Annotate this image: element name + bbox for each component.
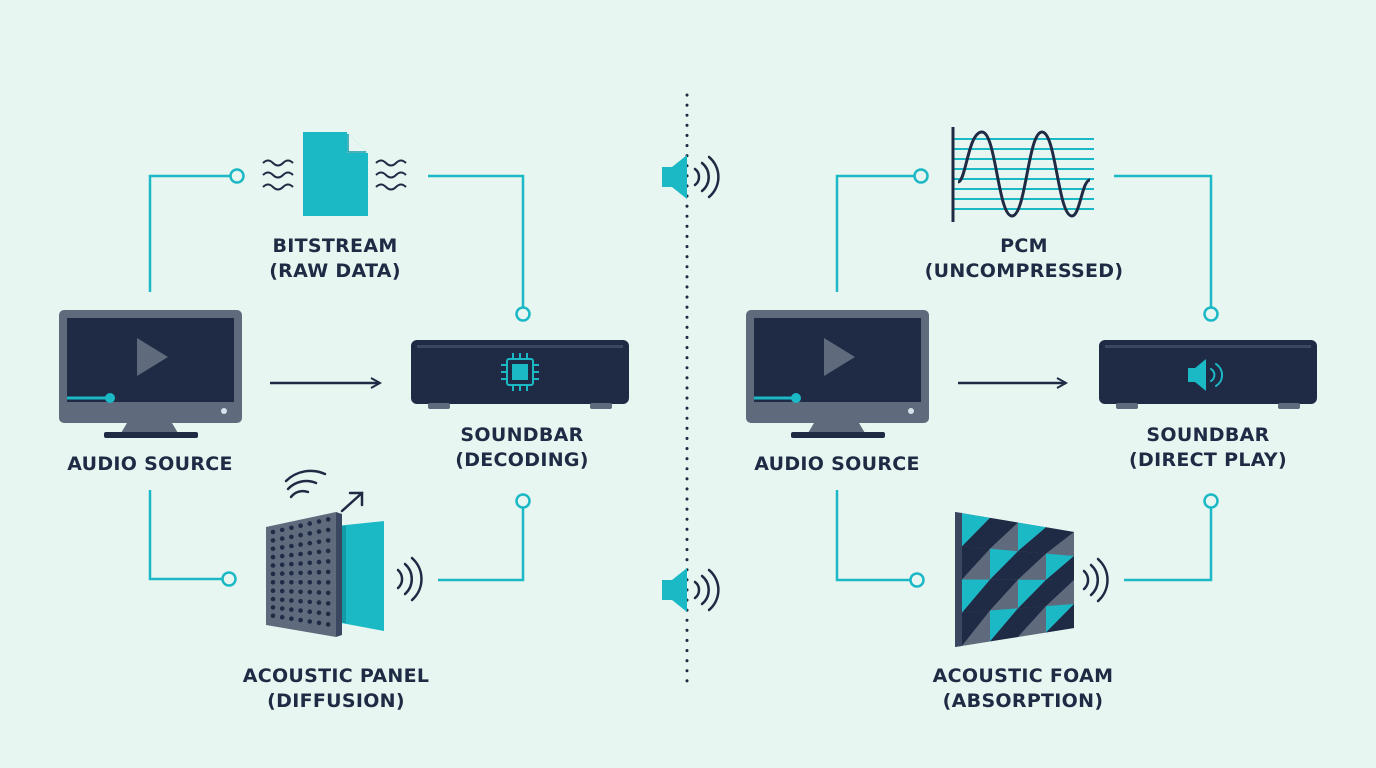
connector-dot <box>913 168 929 184</box>
speaker-icon <box>662 568 720 612</box>
connector-foam-to-soundbar <box>1124 508 1213 582</box>
bitstream-label-title: BITSTREAM <box>272 235 398 257</box>
connector-source-to-bitstream <box>148 174 230 292</box>
connector-source-to-foam <box>835 490 911 582</box>
connector-bitstream-to-soundbar <box>428 174 525 307</box>
wifi-waves-icon <box>284 469 327 499</box>
acoustic-panel-label: ACOUSTIC PANEL (DIFFUSION) <box>243 664 430 714</box>
pcm-label-title: PCM <box>1000 235 1048 257</box>
connector-dot <box>229 168 245 184</box>
left-soundbar-subtitle: (DECODING) <box>455 449 589 471</box>
connector-dot <box>909 572 925 588</box>
right-soundbar-label: SOUNDBAR (DIRECT PLAY) <box>1129 423 1287 473</box>
right-connector-dots <box>909 168 1219 588</box>
right-connectors <box>835 174 1213 582</box>
tv-icon <box>59 310 242 438</box>
acoustic-foam-label: ACOUSTIC FOAM (ABSORPTION) <box>933 664 1114 714</box>
connector-panel-to-soundbar <box>438 508 525 582</box>
acoustic-foam-subtitle: (ABSORPTION) <box>942 690 1104 712</box>
soundbar-icon <box>1099 340 1317 409</box>
connector-dot <box>1203 493 1219 509</box>
right-soundbar-title: SOUNDBAR <box>1146 424 1270 446</box>
connector-source-to-pcm <box>835 174 914 292</box>
left-soundbar-label: SOUNDBAR (DECODING) <box>455 423 589 473</box>
acoustic-foam-title: ACOUSTIC FOAM <box>932 665 1114 687</box>
wave-lines-icon <box>262 159 407 191</box>
speaker-icon <box>662 155 720 199</box>
right-audio-source-title: AUDIO SOURCE <box>754 453 920 475</box>
bitstream-label-subtitle: (RAW DATA) <box>269 260 401 282</box>
bitstream-label: BITSTREAM (RAW DATA) <box>269 234 401 284</box>
connector-source-to-panel <box>148 490 222 581</box>
left-audio-source-title: AUDIO SOURCE <box>67 453 233 475</box>
acoustic-panel-subtitle: (DIFFUSION) <box>267 690 405 712</box>
connector-dot <box>515 493 531 509</box>
pcm-label-subtitle: (UNCOMPRESSED) <box>924 260 1124 282</box>
connector-pcm-to-soundbar <box>1114 174 1213 307</box>
right-audio-source-label: AUDIO SOURCE <box>754 452 920 477</box>
connector-dot <box>515 306 531 322</box>
acoustic-panel-title: ACOUSTIC PANEL <box>242 665 430 687</box>
left-audio-source-label: AUDIO SOURCE <box>67 452 233 477</box>
acoustic-panel-icon <box>266 512 384 637</box>
connector-dot <box>1203 306 1219 322</box>
left-connectors <box>148 174 525 582</box>
speaker-icon <box>1188 359 1223 391</box>
diagonal-arrow-icon <box>340 491 364 513</box>
left-connector-dots <box>221 168 531 587</box>
sound-waves-icon <box>396 556 423 602</box>
chip-icon <box>501 353 539 391</box>
file-icon <box>303 132 368 216</box>
connector-dot <box>221 571 237 587</box>
acoustic-foam-icon <box>955 512 1074 647</box>
left-soundbar-title: SOUNDBAR <box>460 424 584 446</box>
tv-icon <box>746 310 929 438</box>
right-soundbar-subtitle: (DIRECT PLAY) <box>1129 449 1287 471</box>
waveform-icon <box>951 127 1094 222</box>
sound-waves-icon <box>1082 557 1109 603</box>
pcm-label: PCM (UNCOMPRESSED) <box>925 234 1124 284</box>
